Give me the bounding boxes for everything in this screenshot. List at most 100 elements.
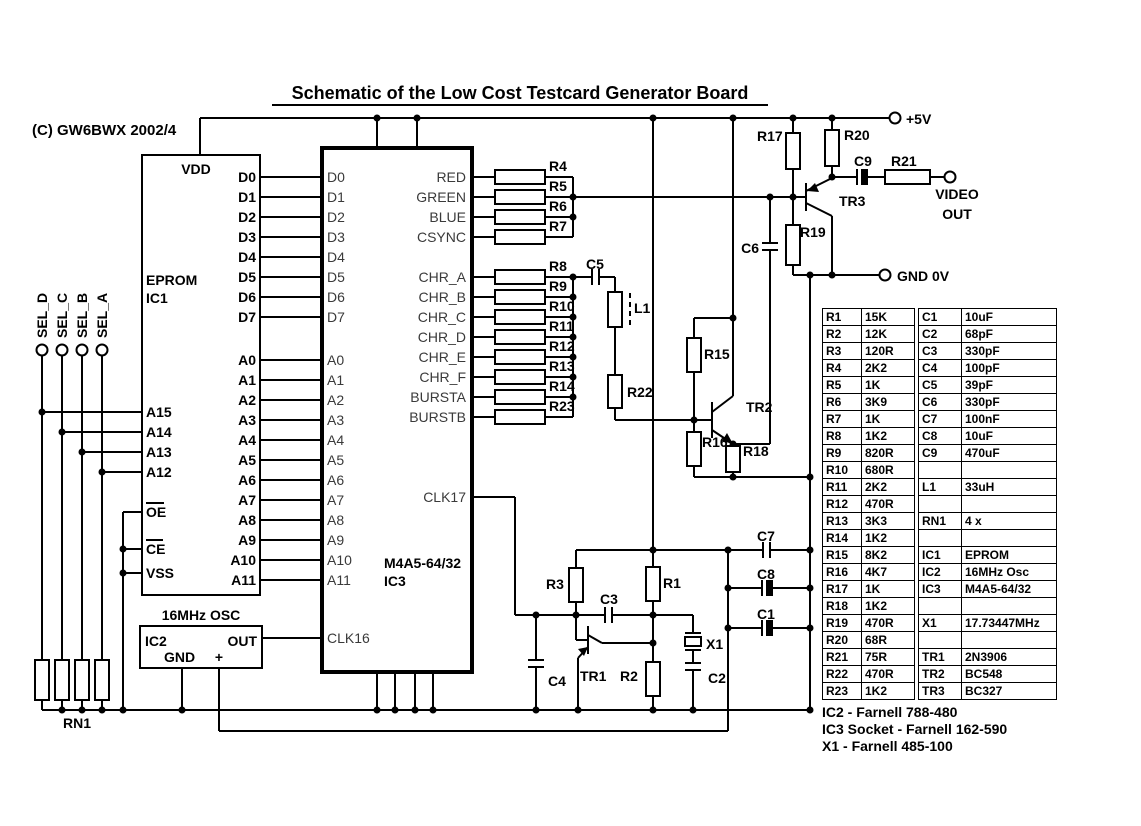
- ref-cell: R7: [822, 410, 862, 428]
- label-r19: R19: [800, 224, 826, 240]
- value-cell: 17.73447MHz: [961, 614, 1057, 632]
- junction-dot: [724, 546, 732, 554]
- ic2-out-label: OUT: [227, 633, 257, 649]
- rn1-resistor: [74, 659, 90, 701]
- ref-cell: R9: [822, 444, 862, 462]
- ic1-pin-a8: A8: [238, 512, 256, 528]
- value-cell: M4A5-64/32: [961, 580, 1057, 598]
- ref-cell: X1: [918, 614, 962, 632]
- ic3-pin-a7: A7: [327, 492, 344, 508]
- junction-dot: [789, 114, 797, 122]
- ic2-body: [139, 625, 263, 669]
- table-row: [918, 631, 1057, 649]
- value-cell: 2K2: [861, 478, 915, 496]
- ic3-pin-d3: D3: [327, 229, 345, 245]
- ic3-pin-bursta: BURSTA: [410, 389, 466, 405]
- label-r9: R9: [549, 278, 567, 294]
- sel-input-label-c: SEL_C: [54, 293, 70, 338]
- ref-cell: [918, 631, 962, 649]
- ic3-pin-green: GREEN: [416, 189, 466, 205]
- value-cell: 4K7: [861, 563, 915, 581]
- ic3-pin-csync: CSYNC: [417, 229, 466, 245]
- sel-b-terminal: [75, 343, 89, 357]
- value-cell: 120R: [861, 342, 915, 360]
- label-r4: R4: [549, 158, 567, 174]
- ref-cell: C5: [918, 376, 962, 394]
- value-cell: 2N3906: [961, 648, 1057, 666]
- ref-cell: R16: [822, 563, 862, 581]
- ic3-clk16-pin: CLK16: [327, 630, 370, 646]
- value-cell: 1K2: [861, 682, 915, 700]
- junction-dot: [413, 114, 421, 122]
- ic3-pin-a3: A3: [327, 412, 344, 428]
- ic1-pin-d0: D0: [238, 169, 256, 185]
- ic1-oe-label: OE: [146, 504, 166, 520]
- resistor-r17: [785, 132, 801, 170]
- ic1-pin-d7: D7: [238, 309, 256, 325]
- table-row: [918, 597, 1057, 615]
- ic3-type-label: M4A5-64/32: [384, 555, 461, 571]
- capacitor-c1: [761, 620, 773, 636]
- ic3-pin-a10: A10: [327, 552, 352, 568]
- label-r3: R3: [546, 576, 564, 592]
- video-out-label-2: OUT: [942, 206, 972, 222]
- value-cell: 8K2: [861, 546, 915, 564]
- label-r2: R2: [620, 668, 638, 684]
- value-cell: [961, 529, 1057, 547]
- junction-dot: [649, 114, 657, 122]
- ref-cell: R13: [822, 512, 862, 530]
- ic1-pin-d3: D3: [238, 229, 256, 245]
- ref-cell: C4: [918, 359, 962, 377]
- ref-cell: R18: [822, 597, 862, 615]
- junction-dot: [572, 611, 580, 619]
- ic1-pin-a3: A3: [238, 412, 256, 428]
- ref-cell: L1: [918, 478, 962, 496]
- capacitor-c2: [685, 662, 701, 671]
- ref-cell: C8: [918, 427, 962, 445]
- rn1-label: RN1: [63, 715, 91, 731]
- ic3-clk17-pin: CLK17: [423, 489, 466, 505]
- ref-cell: R14: [822, 529, 862, 547]
- resistor-r6: [494, 209, 546, 225]
- ic1-pin-d6: D6: [238, 289, 256, 305]
- value-cell: 1K: [861, 580, 915, 598]
- ref-cell: C6: [918, 393, 962, 411]
- value-cell: 1K: [861, 410, 915, 428]
- ref-cell: R12: [822, 495, 862, 513]
- ic2-gnd-label: GND: [164, 649, 195, 665]
- label-r16: R16: [702, 434, 728, 450]
- ref-cell: [918, 529, 962, 547]
- resistor-r5: [494, 189, 546, 205]
- ic1-pin-a11: A11: [231, 572, 256, 588]
- junction-dot: [178, 706, 186, 714]
- ic1-pin-a7: A7: [238, 492, 256, 508]
- value-cell: 1K2: [861, 529, 915, 547]
- label-r12: R12: [549, 338, 575, 354]
- junction-dot: [806, 584, 814, 592]
- capacitor-c6: [762, 242, 778, 251]
- ref-cell: R6: [822, 393, 862, 411]
- capacitor-c9: [856, 169, 868, 185]
- value-cell: 470R: [861, 665, 915, 683]
- ic3-pin-a9: A9: [327, 532, 344, 548]
- junction-dot: [806, 271, 814, 279]
- label-r23: R23: [549, 398, 575, 414]
- ic3-pin-chr_a: CHR_A: [419, 269, 467, 285]
- ic3-pin-d7: D7: [327, 309, 345, 325]
- ic3-pin-burstb: BURSTB: [409, 409, 466, 425]
